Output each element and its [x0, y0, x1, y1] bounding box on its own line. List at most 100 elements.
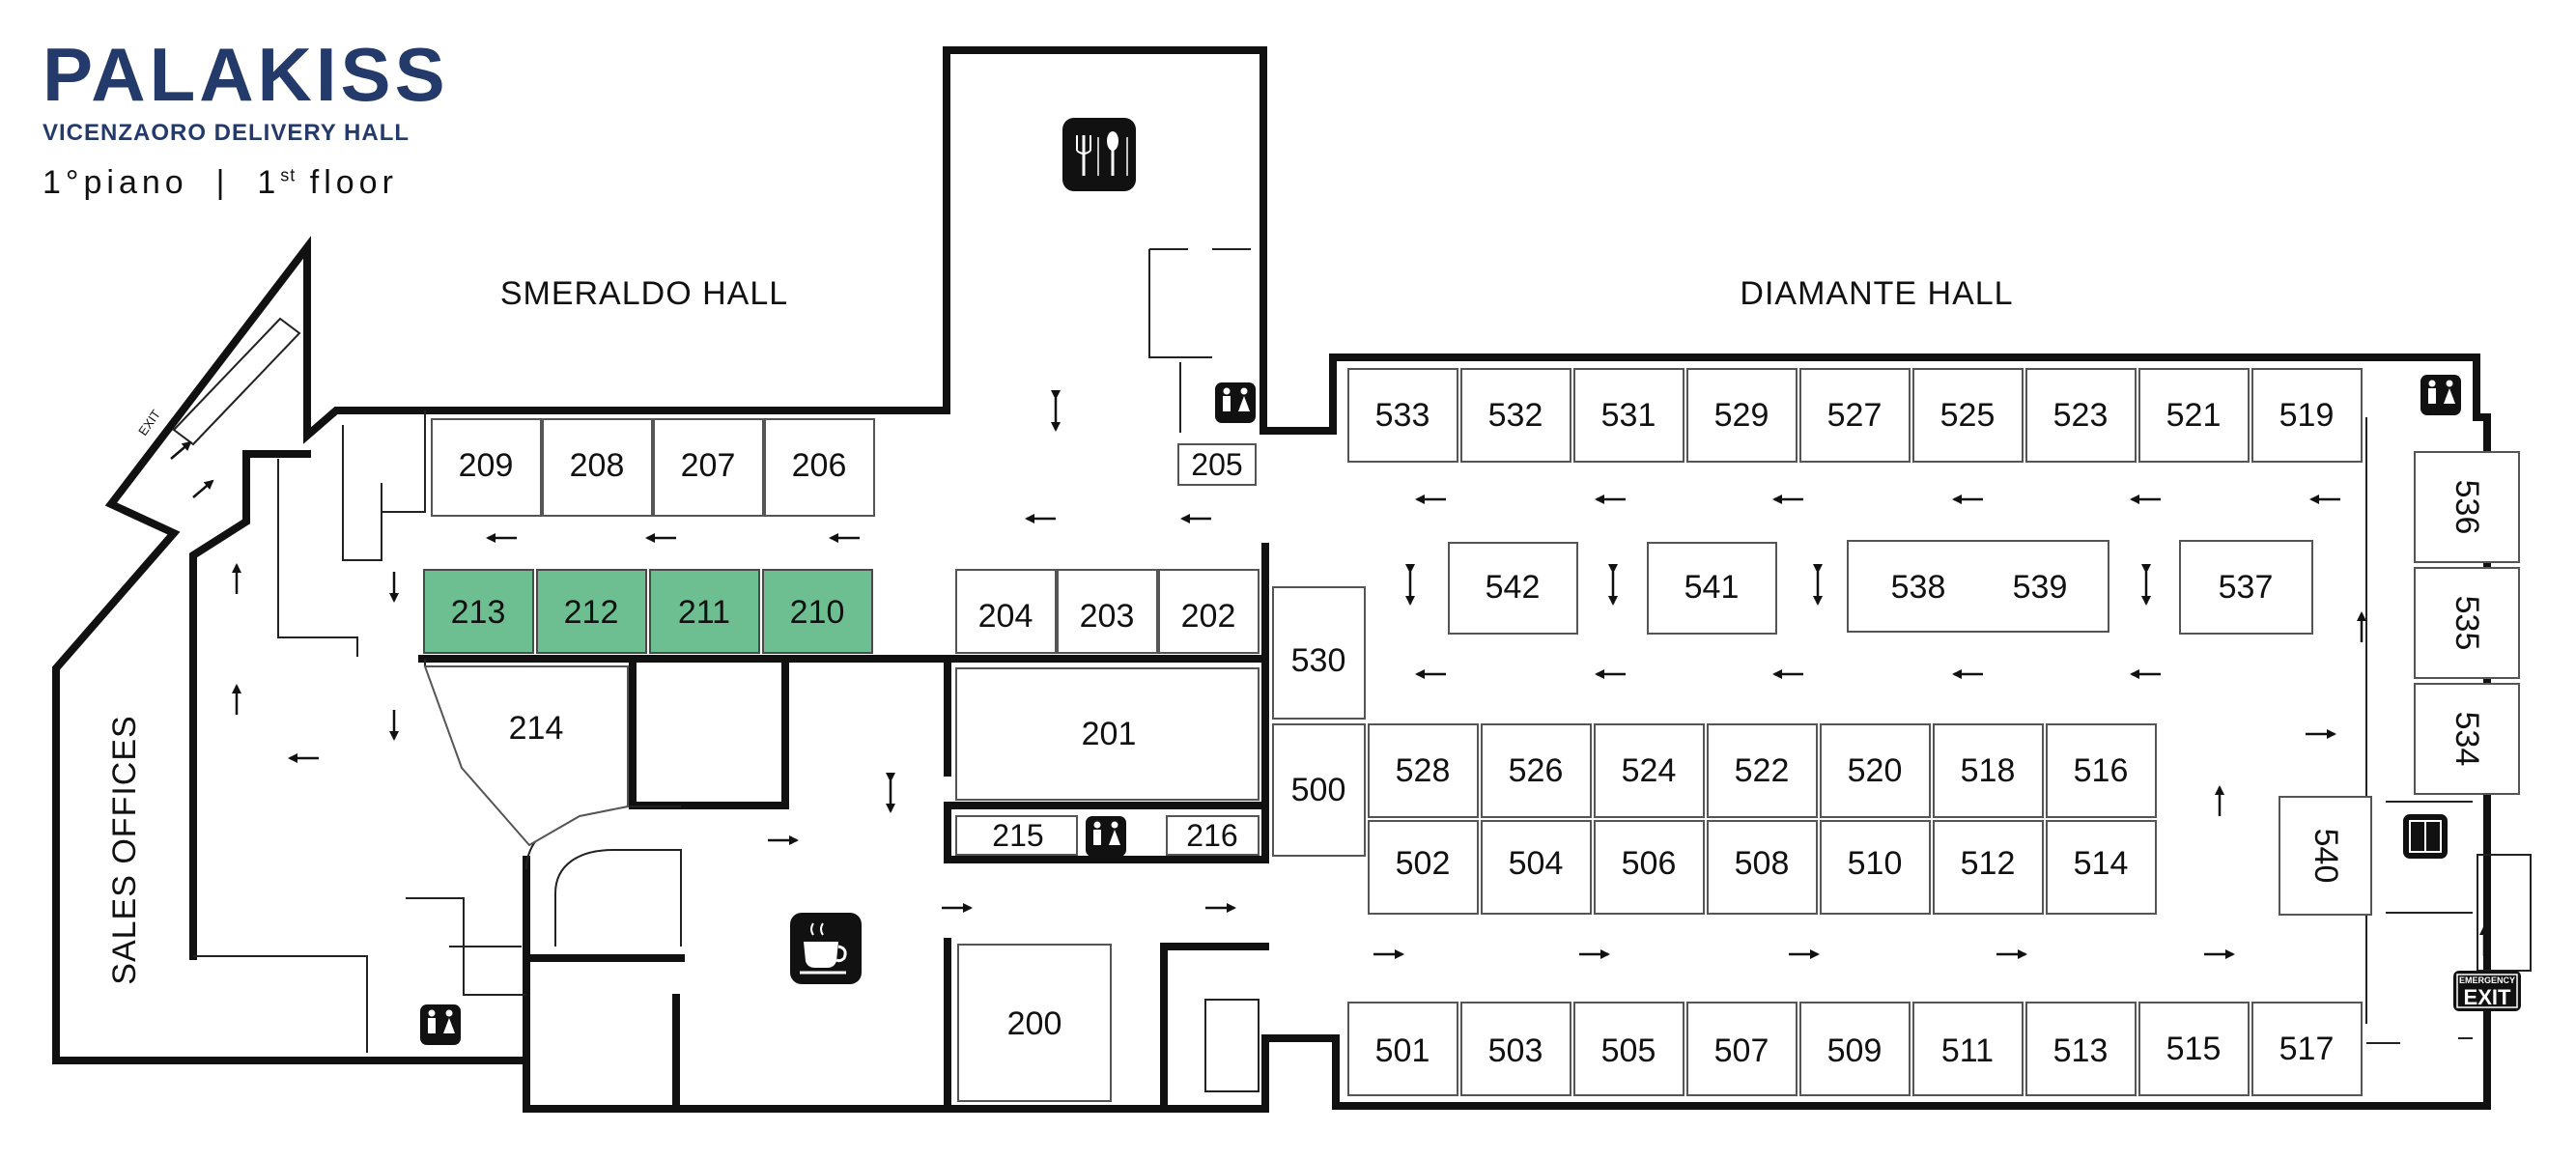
booth-516[interactable]: 516 — [2046, 723, 2157, 818]
booth-502[interactable]: 502 — [1368, 820, 1479, 915]
booth-526[interactable]: 526 — [1481, 723, 1592, 818]
booth-508[interactable]: 508 — [1707, 820, 1818, 915]
booth-number-label: 208 — [570, 447, 625, 484]
booth-201[interactable]: 201 — [955, 667, 1260, 801]
booth-519[interactable]: 519 — [2251, 368, 2363, 463]
cafe-icon — [790, 913, 862, 984]
booth-503[interactable]: 503 — [1460, 1002, 1571, 1096]
hall-label-smeraldo: SMERALDO HALL — [500, 275, 788, 312]
booth-outline — [2046, 723, 2157, 818]
booth-542[interactable]: 542 — [1448, 542, 1578, 635]
booth-507[interactable]: 507 — [1686, 1002, 1798, 1096]
booth-504[interactable]: 504 — [1481, 820, 1592, 915]
booth-207[interactable]: 207 — [653, 418, 764, 517]
brand-block: PALAKISS VICENZAORO DELIVERY HALL 1°pian… — [42, 37, 449, 202]
booth-number-label: 513 — [2053, 1032, 2109, 1069]
stair-curve-inner — [554, 849, 682, 947]
booth-518[interactable]: 518 — [1933, 723, 2044, 818]
booth-216[interactable]: 216 — [1166, 815, 1260, 856]
booth-533[interactable]: 533 — [1347, 368, 1458, 463]
booth-number-label: 506 — [1622, 845, 1677, 882]
booth-515[interactable]: 515 — [2138, 1002, 2250, 1096]
booth-outline — [2414, 567, 2520, 679]
booth-205[interactable]: 205 — [1177, 443, 1257, 486]
restroom-icon — [1215, 382, 1256, 423]
booth-522[interactable]: 522 — [1707, 723, 1818, 818]
booth-501[interactable]: 501 — [1347, 1002, 1458, 1096]
booth-outline — [2251, 368, 2363, 463]
booth-214[interactable]: 214 — [423, 665, 629, 847]
booth-531[interactable]: 531 — [1573, 368, 1684, 463]
booth-215[interactable]: 215 — [955, 815, 1078, 856]
emergency-exit-line2: EXIT — [2464, 985, 2511, 1009]
booth-number-label: 536 — [2449, 480, 2485, 535]
booth-number-label: 526 — [1509, 752, 1564, 789]
floor-italian: 1°piano — [42, 164, 188, 201]
booth-200[interactable]: 200 — [957, 944, 1112, 1102]
kitchen-frame — [1148, 249, 1212, 358]
booth-203[interactable]: 203 — [1057, 569, 1158, 654]
booth-number-label: 205 — [1191, 447, 1242, 482]
booth-520[interactable]: 520 — [1820, 723, 1931, 818]
booth-505[interactable]: 505 — [1573, 1002, 1684, 1096]
booth-538-539[interactable] — [1847, 540, 2109, 633]
booth-outline — [649, 569, 760, 654]
booth-536[interactable]: 536 — [2414, 451, 2520, 563]
booth-532[interactable]: 532 — [1460, 368, 1571, 463]
booth-number-label: 516 — [2074, 752, 2129, 789]
booth-213[interactable]: 213 — [423, 569, 534, 654]
booth-number-label: 524 — [1622, 752, 1677, 789]
brand-subtitle: VICENZAORO DELIVERY HALL — [42, 120, 410, 146]
booth-outline — [1347, 1002, 1458, 1096]
booth-524[interactable]: 524 — [1594, 723, 1705, 818]
booth-number-label: 203 — [1080, 598, 1135, 635]
booth-513[interactable]: 513 — [2025, 1002, 2137, 1096]
booth-506[interactable]: 506 — [1594, 820, 1705, 915]
booth-number-label: 518 — [1961, 752, 2016, 789]
corridor-line — [381, 410, 426, 513]
booth-number-label: 541 — [1684, 569, 1740, 606]
booth-outline — [2138, 368, 2250, 463]
booth-541[interactable]: 541 — [1647, 542, 1777, 635]
structural-thin-lines — [172, 248, 2532, 1092]
booth-509[interactable]: 509 — [1799, 1002, 1911, 1096]
booth-540[interactable]: 540 — [2279, 796, 2372, 916]
emergency-exit-icon: EMERGENCY EXIT — [2453, 971, 2521, 1011]
booth-527[interactable]: 527 — [1799, 368, 1911, 463]
booth-535[interactable]: 535 — [2414, 567, 2520, 679]
booth-204[interactable]: 204 — [955, 569, 1057, 654]
booth-202[interactable]: 202 — [1158, 569, 1260, 654]
stairs-bottom — [1204, 999, 1260, 1092]
booth-outline — [2138, 1002, 2250, 1096]
booth-512[interactable]: 512 — [1933, 820, 2044, 915]
booth-534[interactable]: 534 — [2414, 683, 2520, 795]
booth-outline — [2025, 1002, 2137, 1096]
booth-206[interactable]: 206 — [764, 418, 875, 517]
booth-529[interactable]: 529 — [1686, 368, 1798, 463]
booth-number-label: 507 — [1714, 1032, 1769, 1069]
booth-outline — [1647, 542, 1777, 635]
booth-537[interactable]: 537 — [2179, 540, 2313, 635]
booth-210[interactable]: 210 — [762, 569, 873, 654]
booth-521[interactable]: 521 — [2138, 368, 2250, 463]
booth-530[interactable]: 530 — [1272, 586, 1366, 720]
flow-arrows — [170, 390, 2489, 959]
booth-510[interactable]: 510 — [1820, 820, 1931, 915]
booth-209[interactable]: 209 — [431, 418, 542, 517]
booth-500[interactable]: 500 — [1272, 723, 1366, 857]
booth-number-label: 517 — [2279, 1031, 2335, 1067]
booth-514[interactable]: 514 — [2046, 820, 2157, 915]
booth-outline — [542, 418, 653, 517]
booth-511[interactable]: 511 — [1912, 1002, 2024, 1096]
booth-517[interactable]: 517 — [2251, 1002, 2363, 1096]
booth-outline — [1460, 1002, 1571, 1096]
booth-outline — [1912, 368, 2024, 463]
booth-outline — [1686, 1002, 1798, 1096]
booth-211[interactable]: 211 — [649, 569, 760, 654]
booth-528[interactable]: 528 — [1368, 723, 1479, 818]
restroom-icon — [420, 1004, 461, 1045]
booth-523[interactable]: 523 — [2025, 368, 2137, 463]
booth-525[interactable]: 525 — [1912, 368, 2024, 463]
booth-212[interactable]: 212 — [536, 569, 647, 654]
booth-208[interactable]: 208 — [542, 418, 653, 517]
